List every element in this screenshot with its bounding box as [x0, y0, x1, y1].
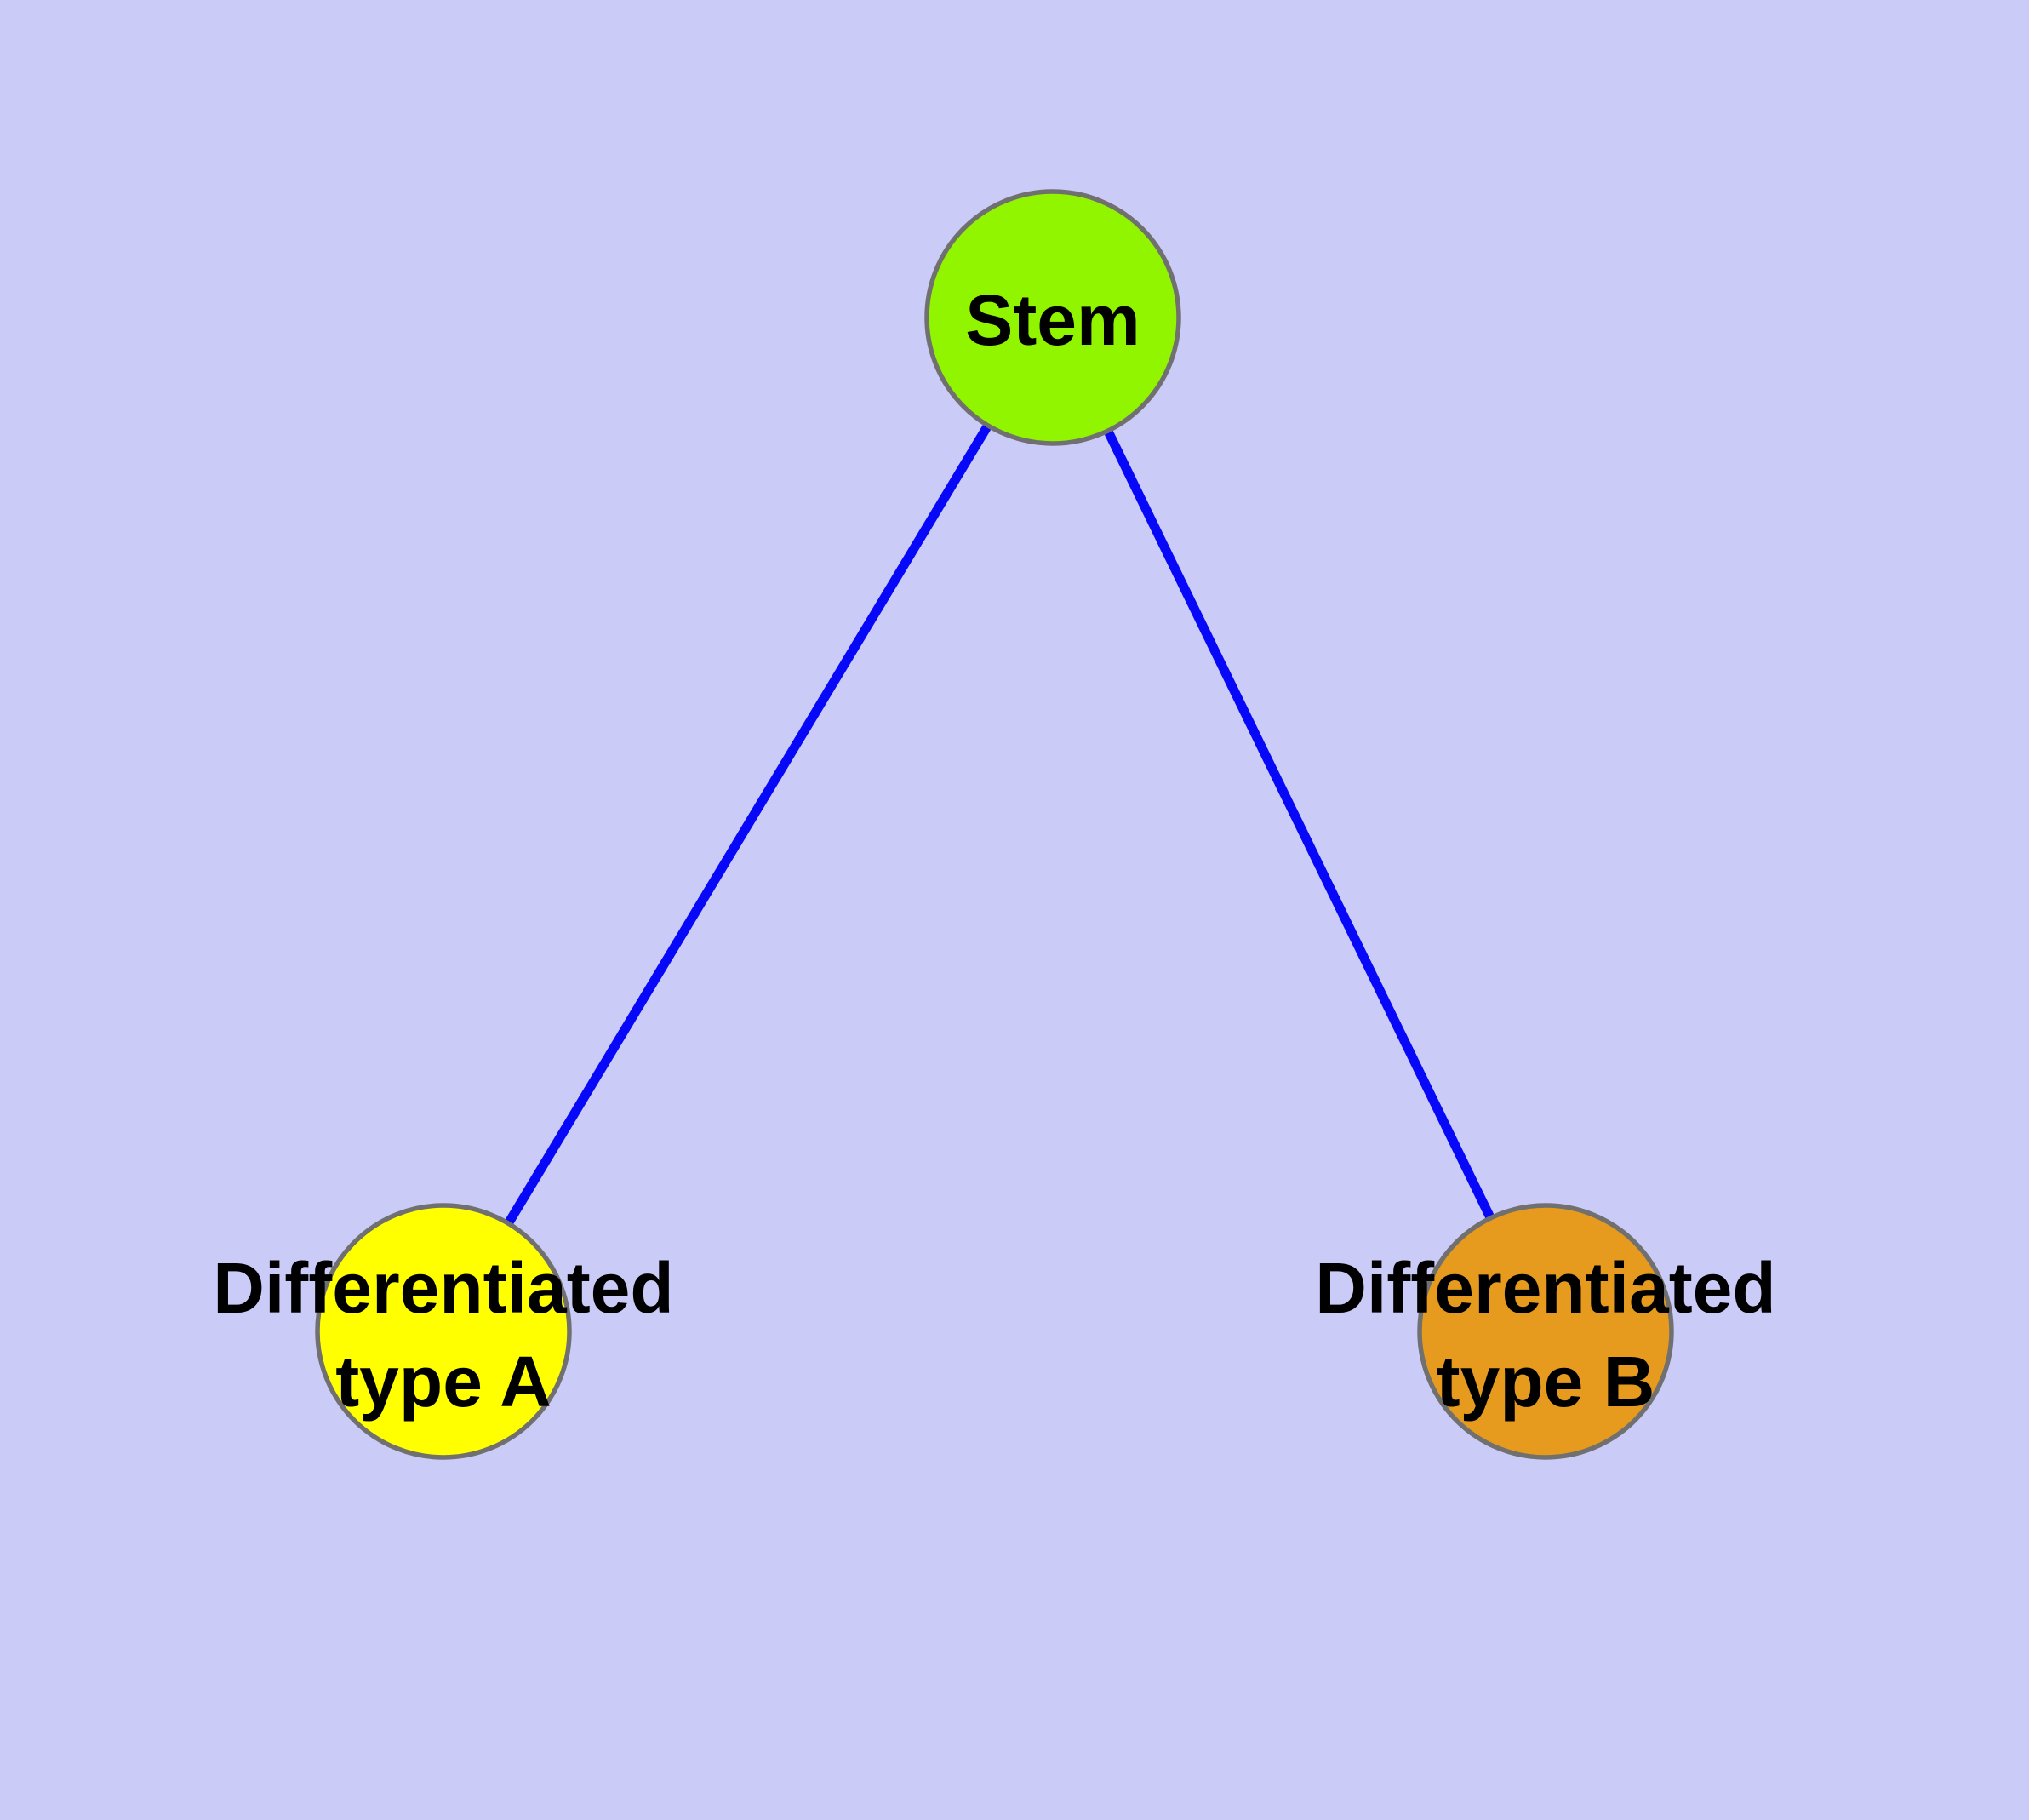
- node-differentiated-type-a[interactable]: Differentiated type A: [213, 1203, 674, 1460]
- node-differentiated-type-b-label-line2: type B: [1437, 1342, 1655, 1422]
- edge-group: [439, 315, 1550, 1334]
- node-differentiated-type-b-circle[interactable]: [1417, 1203, 1674, 1460]
- node-stem[interactable]: Stem: [924, 189, 1181, 446]
- node-differentiated-type-a-label-line2: type A: [335, 1342, 552, 1422]
- node-differentiated-type-a-circle[interactable]: [315, 1203, 572, 1460]
- edge-stem-to-type-a: [439, 315, 1057, 1334]
- node-differentiated-type-b-label-line1: Differentiated: [1315, 1248, 1775, 1328]
- edge-stem-to-type-b: [1049, 315, 1550, 1334]
- node-stem-label: Stem: [965, 280, 1140, 360]
- node-stem-circle[interactable]: [924, 189, 1181, 446]
- node-differentiated-type-b[interactable]: Differentiated type B: [1315, 1203, 1776, 1460]
- node-differentiated-type-a-label-line1: Differentiated: [213, 1248, 673, 1328]
